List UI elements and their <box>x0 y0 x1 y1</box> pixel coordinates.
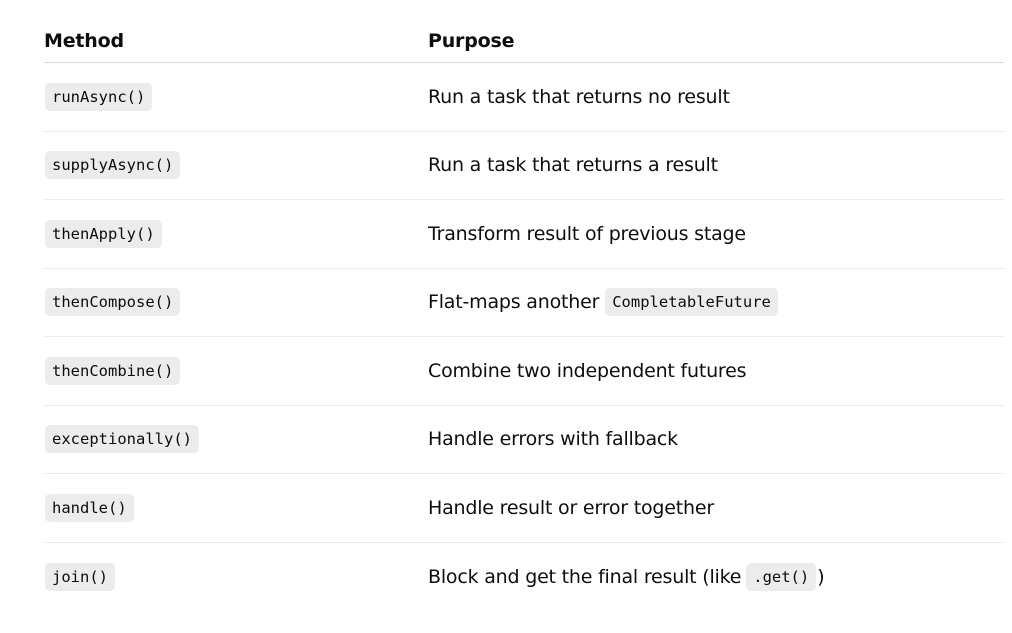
table-row: exceptionally() Handle errors with fallb… <box>44 406 1004 474</box>
method-code: thenCombine() <box>45 356 181 385</box>
method-cell: join() <box>44 562 428 591</box>
table-header-row: Method Purpose <box>44 20 1004 63</box>
method-code: join() <box>45 562 115 591</box>
method-cell: supplyAsync() <box>44 151 428 180</box>
header-method: Method <box>44 30 124 52</box>
purpose-cell: Run a task that returns a result <box>428 154 718 177</box>
purpose-cell: Block and get the final result (like .ge… <box>428 562 1004 591</box>
purpose-cell: Run a task that returns no result <box>428 85 730 108</box>
method-code: thenCompose() <box>45 288 181 317</box>
method-code: handle() <box>45 493 134 522</box>
table-row: runAsync() Run a task that returns no re… <box>44 63 1004 132</box>
table-row: handle() Handle result or error together <box>44 474 1004 543</box>
table-row: thenCompose() Flat-maps another Completa… <box>44 269 1004 337</box>
header-purpose: Purpose <box>428 30 515 52</box>
table-row: supplyAsync() Run a task that returns a … <box>44 132 1004 200</box>
table-row: join() Block and get the final result (l… <box>44 543 1004 612</box>
methods-table: Method Purpose runAsync() Run a task tha… <box>44 20 1004 611</box>
method-code: thenApply() <box>45 219 162 248</box>
method-code: runAsync() <box>45 82 153 111</box>
table-row: thenCombine() Combine two independent fu… <box>44 337 1004 406</box>
method-cell: thenCombine() <box>44 356 428 385</box>
purpose-text: Flat-maps another <box>428 291 600 314</box>
purpose-cell: Transform result of previous stage <box>428 222 746 245</box>
method-cell: handle() <box>44 493 428 522</box>
purpose-cell: Combine two independent futures <box>428 359 747 382</box>
purpose-cell: Handle errors with fallback <box>428 428 678 451</box>
method-cell: thenApply() <box>44 219 428 248</box>
purpose-inline-code: .get() <box>746 562 817 591</box>
purpose-cell: Flat-maps another CompletableFuture <box>428 288 1004 317</box>
table-row: thenApply() Transform result of previous… <box>44 200 1004 269</box>
purpose-inline-code: CompletableFuture <box>605 288 778 317</box>
method-cell: exceptionally() <box>44 425 428 454</box>
purpose-suffix: ) <box>817 565 825 588</box>
method-cell: thenCompose() <box>44 288 428 317</box>
purpose-cell: Handle result or error together <box>428 496 714 519</box>
method-code: supplyAsync() <box>45 151 181 180</box>
purpose-text: Block and get the final result (like <box>428 565 742 588</box>
method-code: exceptionally() <box>45 425 199 454</box>
method-cell: runAsync() <box>44 82 428 111</box>
